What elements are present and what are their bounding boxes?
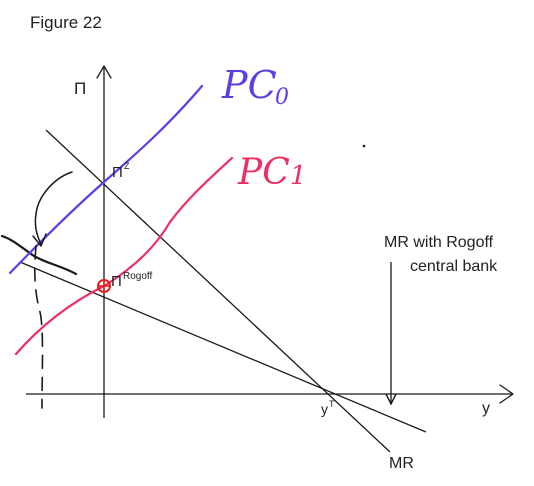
mr-line <box>45 129 391 453</box>
mr-label: MR <box>389 455 414 472</box>
vertical-axis-arrow-icon <box>96 65 112 79</box>
axes: Π y <box>26 65 514 418</box>
shift-arrow <box>34 171 73 245</box>
mr-rogoff-hand-extension <box>0 234 78 276</box>
pc0-label: PC <box>221 63 277 107</box>
mr-rogoff-label-line1: MR with Rogoff <box>384 234 494 251</box>
pi-rogoff-marker <box>97 279 111 293</box>
pi-rogoff-symbol: Π <box>111 273 122 290</box>
pc1-label: PC <box>237 152 290 193</box>
pc1-curve <box>14 156 234 356</box>
pc1-subscript: 1 <box>290 161 307 191</box>
y-target-superscript: T <box>329 399 335 409</box>
figure-title: Figure 22 <box>30 13 102 32</box>
mr-rogoff-line <box>19 261 427 433</box>
hand-dashed-curve <box>34 245 44 409</box>
pi-rogoff-superscript: Rogoff <box>123 271 153 282</box>
shift-arrow-head-icon <box>32 233 47 247</box>
mr-rogoff-label-line2: central bank <box>410 258 498 275</box>
pi-z-symbol: Π <box>112 164 123 181</box>
stray-dot <box>362 144 366 148</box>
y-target-symbol: y <box>321 401 328 417</box>
vertical-axis-label: Π <box>74 79 86 98</box>
horizontal-axis-label: y <box>482 400 490 417</box>
pc0-curve <box>8 84 204 275</box>
pi-z-superscript: Z <box>124 161 130 171</box>
horizontal-axis-arrow-icon <box>499 384 514 404</box>
pc0-subscript: 0 <box>275 85 289 110</box>
